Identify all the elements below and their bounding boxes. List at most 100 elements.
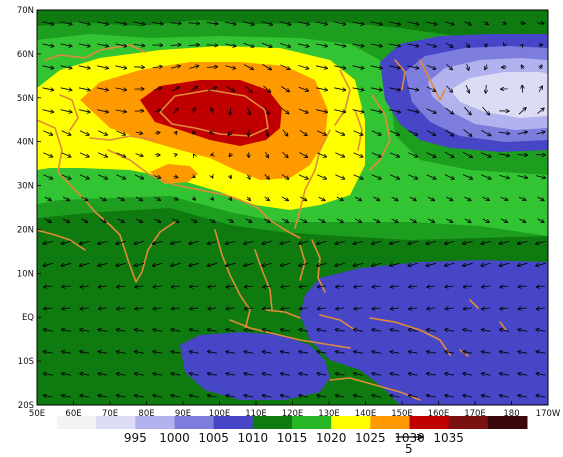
wind-arrow xyxy=(153,308,162,309)
wind-arrow xyxy=(190,286,199,287)
legend-label: 995 xyxy=(124,431,147,445)
wind-arrow xyxy=(115,43,126,46)
lon-tick-label: 170W xyxy=(536,409,561,419)
wind-arrow xyxy=(408,130,417,135)
lon-tick-label: 120E xyxy=(282,409,304,419)
wind-arrow xyxy=(190,218,197,222)
wind-arrow xyxy=(226,352,236,354)
wind-arrow xyxy=(463,129,472,137)
wind-arrow xyxy=(62,373,71,375)
wind-arrow xyxy=(171,352,181,354)
wind-arrow xyxy=(465,85,469,93)
wind-arrow xyxy=(299,308,308,309)
wind-arrow xyxy=(42,21,53,25)
wind-arrow xyxy=(226,395,236,397)
wind-arrow xyxy=(372,373,382,375)
wind-arrow xyxy=(299,152,308,158)
wind-arrow xyxy=(481,352,491,354)
wind-arrow xyxy=(115,110,127,112)
wind-arrow xyxy=(44,218,51,223)
wind-arrow xyxy=(336,308,345,309)
wind-arrow xyxy=(317,352,327,354)
wind-arrow xyxy=(354,352,363,354)
wind-arrow xyxy=(408,352,418,354)
wind-arrow xyxy=(171,395,181,397)
wind-arrow xyxy=(299,395,309,397)
wind-arrow xyxy=(317,262,327,266)
wind-arrow xyxy=(335,262,345,266)
wind-arrow xyxy=(518,286,527,287)
wind-arrow xyxy=(230,175,231,178)
wind-arrow xyxy=(372,241,382,243)
wind-arrow xyxy=(297,43,309,47)
wind-arrow xyxy=(467,63,469,70)
wind-arrow xyxy=(518,196,526,200)
wind-arrow xyxy=(408,262,418,266)
wind-arrow xyxy=(43,373,53,375)
wind-arrow xyxy=(537,308,545,309)
wind-arrow xyxy=(390,241,400,243)
wind-arrow xyxy=(226,86,234,92)
wind-arrow xyxy=(498,154,509,156)
wind-arrow xyxy=(445,286,454,287)
wind-arrow xyxy=(299,330,309,332)
wind-arrow xyxy=(61,241,72,243)
wind-arrow xyxy=(408,241,418,243)
wind-arrow xyxy=(61,262,72,266)
wind-arrow xyxy=(518,108,526,115)
wind-arrow xyxy=(116,152,125,157)
wind-arrow xyxy=(115,21,126,25)
wind-arrow xyxy=(279,42,290,47)
wind-arrow xyxy=(407,65,418,69)
wind-arrow xyxy=(318,308,326,309)
wind-arrow xyxy=(371,152,381,157)
wind-arrow xyxy=(207,88,217,91)
wind-arrow xyxy=(353,262,364,266)
wind-arrow xyxy=(335,395,345,397)
wind-arrow xyxy=(264,196,270,201)
wind-arrow xyxy=(426,152,436,158)
wind-arrow xyxy=(407,87,418,90)
wind-arrow xyxy=(409,308,418,309)
lon-tick-label: 100E xyxy=(209,409,231,419)
wind-arrow xyxy=(463,395,473,397)
wind-arrow xyxy=(408,152,417,157)
wind-arrow xyxy=(445,262,455,266)
wind-arrow xyxy=(188,45,200,46)
wind-arrow xyxy=(43,241,53,243)
wind-arrow xyxy=(98,262,108,266)
legend-label: 1035 xyxy=(433,431,464,445)
wind-arrow xyxy=(171,262,181,266)
wind-arrow xyxy=(79,130,89,135)
wind-arrow xyxy=(483,22,489,25)
wind-arrow xyxy=(154,155,160,156)
wind-arrow xyxy=(207,262,218,266)
wind-arrow xyxy=(244,262,254,266)
wind-arrow xyxy=(427,330,436,332)
legend-swatch xyxy=(331,416,371,429)
wind-arrow xyxy=(208,308,217,309)
lat-tick-label: 20S xyxy=(18,401,34,411)
wind-arrow xyxy=(297,21,309,25)
wind-arrow xyxy=(500,330,509,332)
wind-arrow xyxy=(334,21,345,25)
wind-arrow xyxy=(80,308,89,309)
wind-arrow xyxy=(43,395,53,397)
wind-arrow xyxy=(335,352,345,354)
wind-arrow xyxy=(153,286,162,287)
wind-arrow xyxy=(206,23,218,24)
wind-arrow xyxy=(62,308,71,309)
wind-arrow xyxy=(427,196,434,201)
wind-arrow xyxy=(389,87,400,90)
wind-arrow xyxy=(98,130,107,135)
wind-arrow xyxy=(230,107,231,115)
wind-arrow xyxy=(336,196,343,201)
wind-arrow xyxy=(317,373,327,375)
wind-arrow xyxy=(426,241,437,243)
wind-arrow xyxy=(445,129,454,136)
wind-arrow xyxy=(370,65,382,69)
wind-arrow xyxy=(154,196,161,200)
wind-arrow xyxy=(463,352,473,354)
wind-arrow xyxy=(389,43,400,46)
wind-arrow xyxy=(97,21,108,25)
